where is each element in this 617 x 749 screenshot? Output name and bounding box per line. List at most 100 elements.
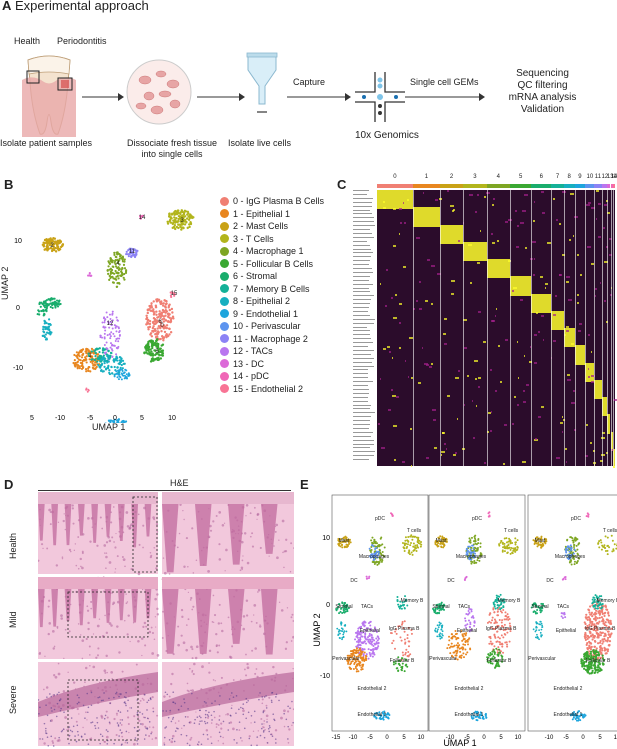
nucleus-dot xyxy=(185,648,188,652)
inflammatory-cell xyxy=(76,730,79,733)
inflammatory-cell xyxy=(126,742,129,744)
cell-point xyxy=(491,653,494,656)
nucleus-dot xyxy=(264,728,266,731)
cell-point xyxy=(73,359,76,362)
cell-point xyxy=(164,299,168,303)
cell-point xyxy=(115,285,118,288)
x-tick-label: -10 xyxy=(349,735,358,741)
inflammatory-cell xyxy=(200,743,203,746)
legend-label: 13 - DC xyxy=(233,358,265,369)
nucleus-dot xyxy=(63,657,65,660)
nucleus-dot xyxy=(246,662,249,666)
cell-point xyxy=(456,642,459,645)
zoom-region-box xyxy=(132,496,158,573)
inflammatory-cell xyxy=(262,711,265,714)
y-tick-label: 10 xyxy=(14,238,22,245)
legend-item: 9 - Endothelial 1 xyxy=(220,308,298,320)
cell-point xyxy=(583,664,586,668)
heatmap-speck xyxy=(398,302,402,305)
cell-point xyxy=(109,270,113,273)
cell-point xyxy=(505,541,508,544)
cell-point xyxy=(461,646,464,649)
cell-point xyxy=(51,302,54,305)
heatmap-speck xyxy=(455,377,460,380)
cell-point xyxy=(76,366,79,369)
cell-point xyxy=(345,630,348,633)
cluster-annotation: T cells xyxy=(603,528,617,534)
cell-point xyxy=(111,319,114,322)
cell-point xyxy=(441,634,444,637)
heatmap-speck xyxy=(541,406,544,409)
heatmap-speck xyxy=(431,265,435,268)
inflammatory-cell xyxy=(228,722,231,724)
cell-point xyxy=(499,593,502,596)
heatmap-speck xyxy=(453,454,456,457)
cell-point xyxy=(514,537,517,540)
cell-point xyxy=(511,541,514,544)
cell-point xyxy=(168,333,171,336)
gene-label-placeholder xyxy=(353,334,371,336)
nucleus-dot xyxy=(275,523,279,527)
cell-point xyxy=(373,558,376,561)
cluster-number-label: 14 xyxy=(139,215,146,221)
he-divider xyxy=(38,490,291,491)
inflammatory-cell xyxy=(174,730,177,732)
cell-point xyxy=(584,633,587,636)
inflammatory-cell xyxy=(259,734,262,737)
cell-point xyxy=(125,373,128,376)
inflammatory-cell xyxy=(119,729,122,731)
inflammatory-cell xyxy=(118,695,120,698)
inflammatory-cell xyxy=(242,703,245,705)
inflammatory-cell xyxy=(125,730,128,733)
cell-point xyxy=(122,276,125,279)
inflammatory-cell xyxy=(139,711,141,714)
nucleus-dot xyxy=(105,552,108,554)
cell-point xyxy=(589,621,592,624)
cell-point xyxy=(368,547,371,550)
cell-point xyxy=(361,647,364,650)
cell-point xyxy=(109,342,112,345)
heatmap-high-block xyxy=(563,328,575,348)
inflammatory-cell xyxy=(263,736,266,739)
cell-point xyxy=(371,655,374,658)
cell-point xyxy=(109,346,112,349)
inflammatory-cell xyxy=(183,701,186,704)
nucleus-dot xyxy=(212,679,215,681)
cell-point xyxy=(45,337,48,340)
cell-point xyxy=(361,658,364,661)
nucleus-dot xyxy=(104,671,107,674)
nucleus-dot xyxy=(137,572,141,576)
cell-point xyxy=(596,607,599,610)
cell-point xyxy=(509,552,512,555)
cell-point xyxy=(157,342,160,346)
cluster-annotation: Endothelial 2 xyxy=(455,686,484,692)
nucleus-dot xyxy=(254,672,257,675)
inflammatory-cell xyxy=(196,716,199,718)
cell-point xyxy=(359,640,362,643)
heatmap-speck xyxy=(444,317,447,320)
cell-point xyxy=(341,611,344,614)
gene-label-placeholder xyxy=(353,197,373,199)
inflammatory-cell xyxy=(136,730,138,732)
cell-point xyxy=(501,541,504,544)
heatmap-speck xyxy=(533,438,538,441)
heatmap-speck xyxy=(522,210,526,213)
nucleus-dot xyxy=(187,565,189,568)
heatmap-speck xyxy=(505,220,508,223)
nucleus-dot xyxy=(151,631,155,635)
cell-point xyxy=(118,373,121,376)
inflammatory-cell xyxy=(99,742,101,745)
cell-point xyxy=(498,641,501,644)
cluster-annotation: DC xyxy=(350,578,358,584)
cell-point xyxy=(54,250,58,253)
nucleus-dot xyxy=(57,662,60,665)
inflammatory-cell xyxy=(240,706,242,709)
cell-point xyxy=(45,299,48,302)
cell-point xyxy=(150,335,154,338)
inflammatory-cell xyxy=(130,707,133,709)
inflammatory-cell xyxy=(164,691,167,694)
cluster-color-bar xyxy=(531,184,552,188)
cell-point xyxy=(110,268,114,272)
cell-point xyxy=(153,312,156,315)
cell-point xyxy=(375,641,378,644)
